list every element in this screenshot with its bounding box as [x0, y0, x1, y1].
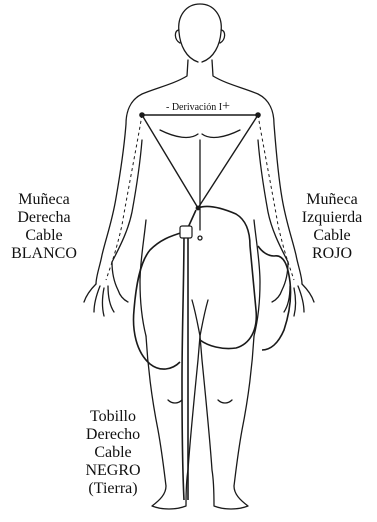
electrode-cables [134, 206, 291, 500]
triangle-right-edge [198, 115, 258, 208]
red-cable [198, 206, 256, 348]
lead-i-label: - Derivación I+ [150, 99, 246, 115]
lead-plus: + [222, 99, 230, 114]
right-wrist-label: Muñeca Derecha Cable BLANCO [4, 191, 84, 263]
right-ankle-label: Tobillo Derecho Cable NEGRO (Tierra) [70, 408, 156, 498]
right-hand [84, 262, 128, 316]
left-hand [272, 262, 314, 316]
head [179, 4, 222, 62]
left-wrist-label: Muñeca Izquierda Cable ROJO [287, 191, 377, 263]
cable-connector [180, 226, 192, 238]
lead-name: Derivación I [172, 102, 222, 113]
triangle-left-edge [142, 115, 198, 208]
left-leg [200, 336, 254, 509]
cable-junction [196, 206, 201, 211]
lead-minus: - [166, 102, 169, 113]
ankle-cable [182, 232, 184, 500]
